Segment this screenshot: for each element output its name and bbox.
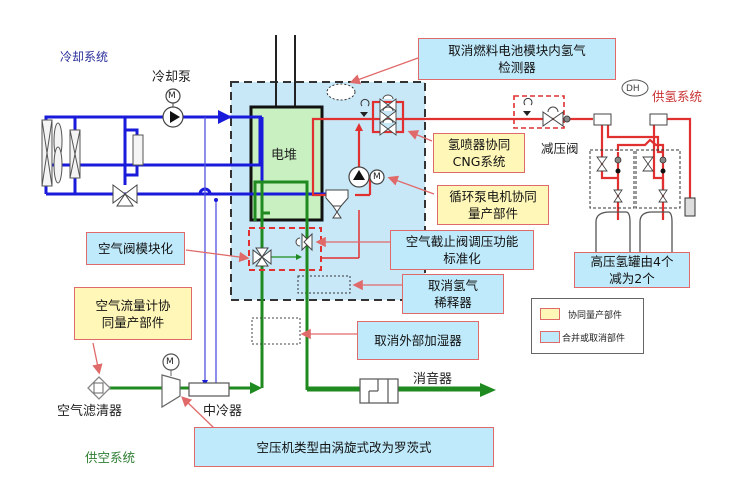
air-filter-label: 空气滤清器 bbox=[57, 404, 123, 419]
air-valve-module-box bbox=[248, 227, 322, 271]
callout-line: CNG系统 bbox=[452, 154, 506, 169]
legend-swatch-shared bbox=[540, 308, 560, 320]
hydrogen-tank-1 bbox=[595, 211, 631, 252]
callout-compressor-type: 空压机类型由涡旋式改为罗茨式 bbox=[194, 427, 494, 467]
callout-remove-h2-diluter: 取消氢气 稀释器 bbox=[402, 274, 504, 314]
callout-line: 空气阀模块化 bbox=[97, 241, 173, 256]
air-compressor-icon bbox=[161, 353, 181, 409]
three-way-valve-icon bbox=[112, 184, 138, 207]
callout-line: 标准化 bbox=[443, 251, 481, 266]
removed-h2-diluter bbox=[297, 275, 351, 294]
callout-line: 稀释器 bbox=[434, 295, 472, 310]
cooling-pump-label: 冷却泵 bbox=[152, 70, 192, 85]
callout-line: 循环泵电机协同 bbox=[449, 189, 537, 204]
exhaust-arrow bbox=[480, 383, 496, 397]
cooling-system-label: 冷却系统 bbox=[60, 50, 109, 64]
muffler-label: 消音器 bbox=[413, 372, 453, 387]
air-filter-icon bbox=[87, 376, 111, 400]
removed-h2-detector bbox=[326, 83, 356, 101]
callout-remove-h2-detector: 取消燃料电池模块内氢气 检测器 bbox=[418, 38, 616, 80]
legend-label-merged: 合并或取消部件 bbox=[562, 334, 626, 344]
radiator-icon bbox=[41, 119, 81, 187]
legend-swatch-merged bbox=[540, 331, 560, 343]
intercooler-label: 中冷器 bbox=[203, 404, 243, 419]
callout-shutoff-valve-std: 空气截止阀调压功能 标准化 bbox=[390, 230, 534, 270]
callout-line: 空气截止阀调压功能 bbox=[405, 234, 519, 249]
stack-label: 电堆 bbox=[271, 148, 298, 163]
callout-line: 取消燃料电池模块内氢气 bbox=[448, 43, 586, 58]
callout-line: 氢喷器协同 bbox=[447, 137, 511, 152]
cooling-pump-icon bbox=[162, 88, 184, 128]
callout-line: 检测器 bbox=[498, 60, 536, 75]
hydrogen-injector-icon bbox=[379, 94, 397, 136]
cooling-pump-motor-label: M bbox=[168, 91, 176, 101]
callout-air-valve-module: 空气阀模块化 bbox=[86, 232, 185, 265]
water-separator-icon bbox=[325, 189, 349, 219]
callout-line: 量产部件 bbox=[467, 206, 518, 221]
muffler-icon bbox=[359, 378, 399, 404]
callout-tank-reduction: 高压氢罐由4个 减为2个 bbox=[574, 252, 690, 288]
legend: 协同量产部件 合并或取消部件 bbox=[531, 298, 644, 354]
intercooler-icon bbox=[188, 382, 230, 397]
refuel-receptacle-icon bbox=[684, 197, 696, 217]
callout-injector-cng: 氢喷器协同 CNG系统 bbox=[433, 133, 525, 173]
check-valve-icon bbox=[360, 98, 370, 117]
removed-humidifier bbox=[251, 317, 301, 345]
dh-label: DH bbox=[626, 84, 640, 94]
callout-line: 空压机类型由涡旋式改为罗茨式 bbox=[256, 439, 432, 455]
recirc-pump-motor-label: M bbox=[373, 172, 381, 182]
pressure-reducer-label: 减压阀 bbox=[541, 141, 579, 156]
compressor-motor-label: M bbox=[166, 357, 174, 367]
pressure-reducer-check-icon bbox=[523, 97, 533, 116]
air-shutoff-valve-icon bbox=[295, 232, 313, 252]
air-inlet-valve-icon bbox=[252, 247, 272, 267]
hydrogen-tank-2 bbox=[639, 211, 673, 252]
callout-line: 减为2个 bbox=[609, 271, 655, 286]
callout-line: 取消外部加湿器 bbox=[374, 333, 462, 348]
air-system-label: 供空系统 bbox=[85, 450, 136, 465]
callout-line: 取消氢气 bbox=[427, 278, 478, 293]
callout-line: 空气流量计协 bbox=[95, 297, 171, 313]
callout-pump-motor-shared: 循环泵电机协同 量产部件 bbox=[437, 185, 549, 225]
hydrogen-system-label: 供氢系统 bbox=[652, 89, 703, 104]
coolant-flow-arrow bbox=[218, 110, 232, 124]
callout-line: 同量产部件 bbox=[101, 314, 165, 330]
air-inlet-arrow bbox=[250, 382, 262, 394]
hydrogen-loop bbox=[311, 100, 593, 259]
pressure-reducer-group bbox=[513, 95, 565, 129]
callout-remove-humidifier: 取消外部加湿器 bbox=[357, 321, 479, 360]
dh-symbol-icon bbox=[621, 79, 649, 97]
coolant-heater-icon bbox=[132, 134, 144, 166]
callout-air-flowmeter-shared: 空气流量计协 同量产部件 bbox=[74, 287, 192, 340]
callout-line: 高压氢罐由4个 bbox=[590, 254, 674, 269]
recirculation-pump-icon bbox=[348, 166, 385, 188]
legend-label-shared: 协同量产部件 bbox=[568, 311, 623, 321]
